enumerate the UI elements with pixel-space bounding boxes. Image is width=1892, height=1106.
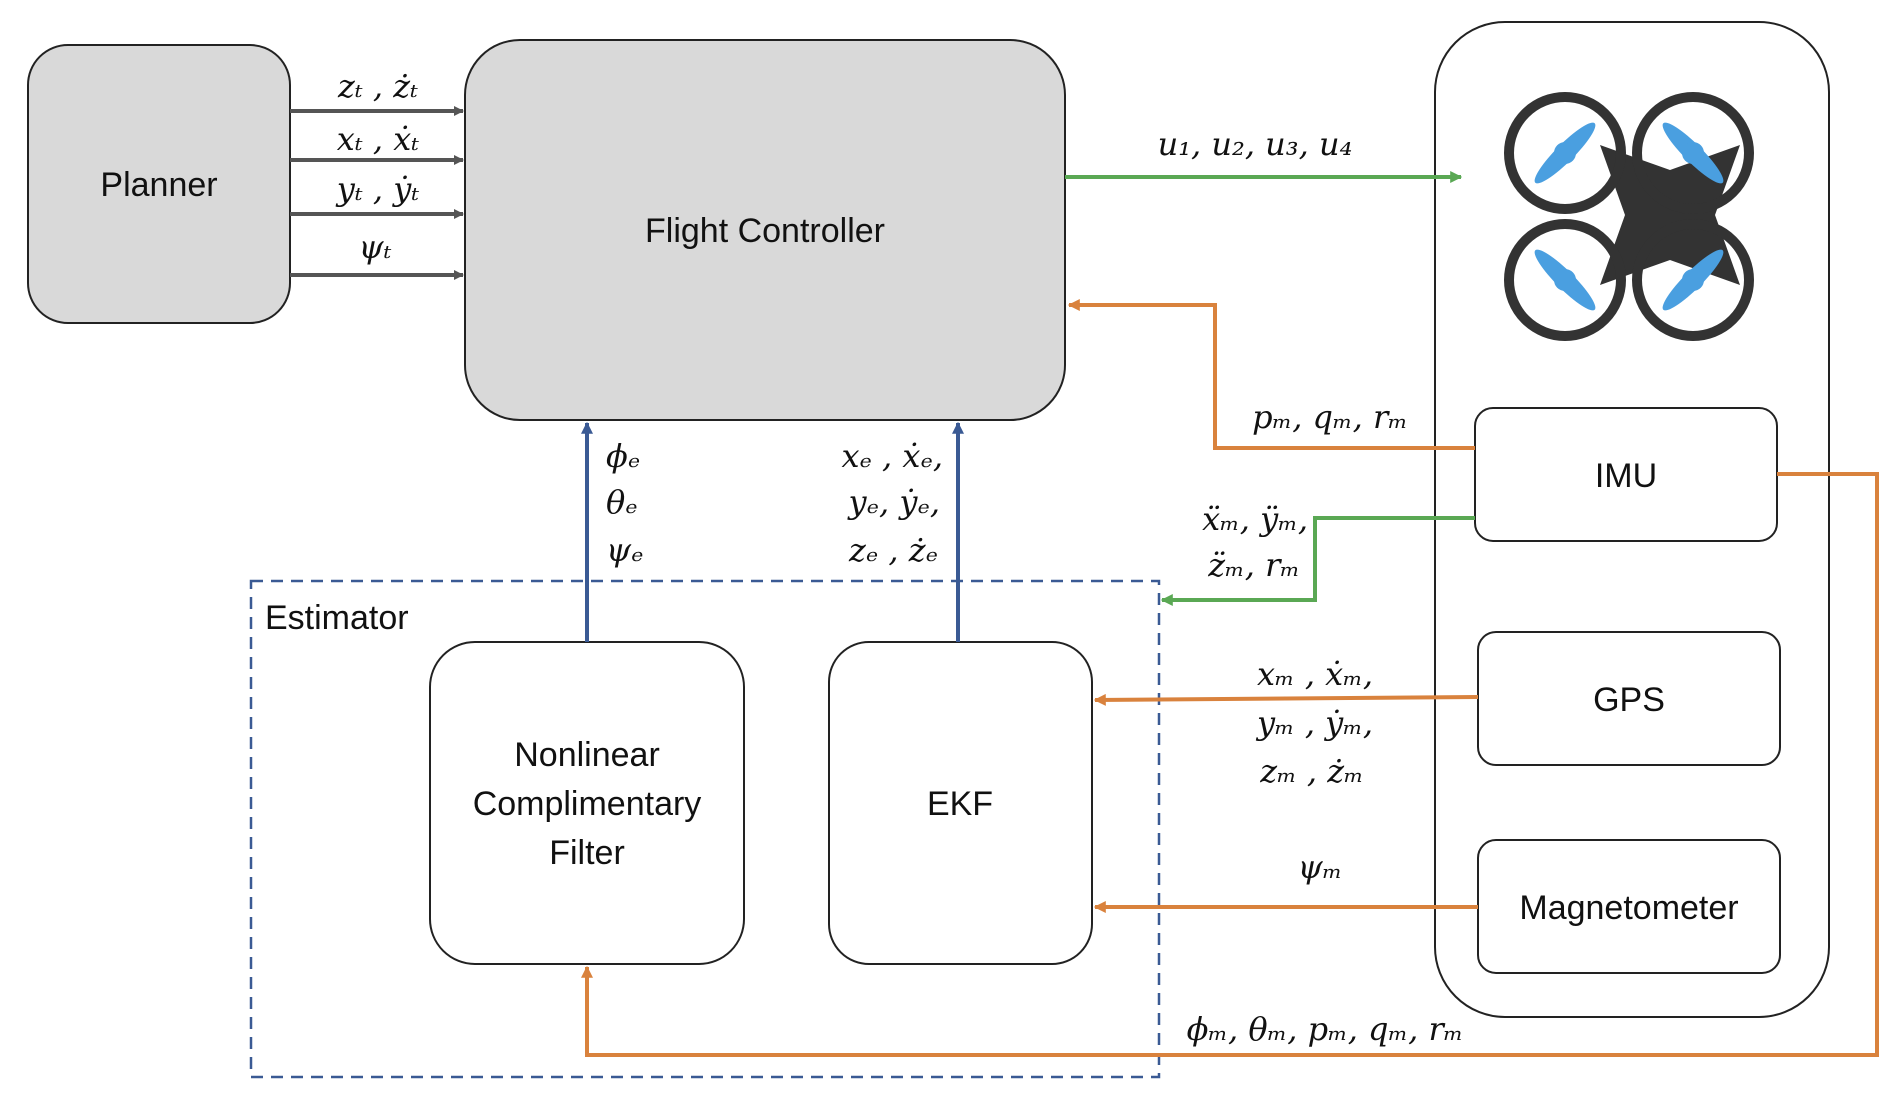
ncf-label-line3: Filter (549, 834, 625, 872)
motor-input-signal: u₁, u₂, u₃, u₄ (1158, 125, 1353, 163)
ekf-x-signal: xₑ , ẋₑ, (841, 437, 943, 475)
imu-accel-signal-2: z̈ₘ, rₘ (1207, 546, 1300, 584)
att-phi-signal: ϕₑ (606, 437, 640, 475)
gps-label: GPS (1593, 681, 1665, 719)
ekf-label: EKF (927, 785, 993, 823)
imu-label: IMU (1595, 457, 1657, 495)
imu-rates-signal: pₘ, qₘ, rₘ (1252, 398, 1408, 436)
gps-to-ekf-arrow (1093, 693, 1479, 706)
imu-accel-arrow (1160, 516, 1475, 606)
flight-controller-block (464, 39, 1066, 421)
magnetometer-label: Magnetometer (1519, 889, 1738, 927)
imu-accel-signal-1: ẍₘ, ÿₘ, (1202, 500, 1308, 538)
ekf-y-signal: yₑ, ẏₑ, (847, 483, 940, 521)
ncf-label-line2: Complimentary (473, 785, 702, 823)
planner-z-signal: zₜ , żₜ (337, 67, 418, 105)
planner-y-signal: yₜ , ẏₜ (335, 170, 420, 208)
att-theta-signal: θₑ (606, 483, 638, 521)
planner-x-signal: xₜ , ẋₜ (337, 120, 420, 158)
planner-psi-signal: ψₜ (359, 228, 392, 266)
ncf-label-line1: Nonlinear (514, 736, 660, 774)
imu-rates-arrow (1067, 299, 1475, 450)
quadcopter-icon (1504, 92, 1754, 341)
flight-controller-label: Flight Controller (645, 212, 885, 250)
planner-label: Planner (100, 166, 217, 204)
planner-block (27, 44, 291, 324)
gps-x-signal: xₘ , ẋₘ, (1257, 655, 1373, 693)
estimator-boundary (249, 579, 1161, 1079)
att-psi-signal: ψₑ (606, 531, 643, 569)
gps-z-signal: zₘ , żₘ (1259, 752, 1363, 790)
ekf-z-signal: zₑ , żₑ (848, 531, 938, 569)
imu-to-ncf-signal: ϕₘ, θₘ, pₘ, qₘ, rₘ (1187, 1010, 1464, 1048)
imu-to-ncf-arrow (581, 472, 1879, 1057)
ekf-block (828, 641, 1093, 965)
estimator-label: Estimator (265, 599, 409, 637)
mag-psi-signal: ψₘ (1298, 848, 1343, 886)
gps-y-signal: yₘ , ẏₘ, (1255, 704, 1373, 742)
